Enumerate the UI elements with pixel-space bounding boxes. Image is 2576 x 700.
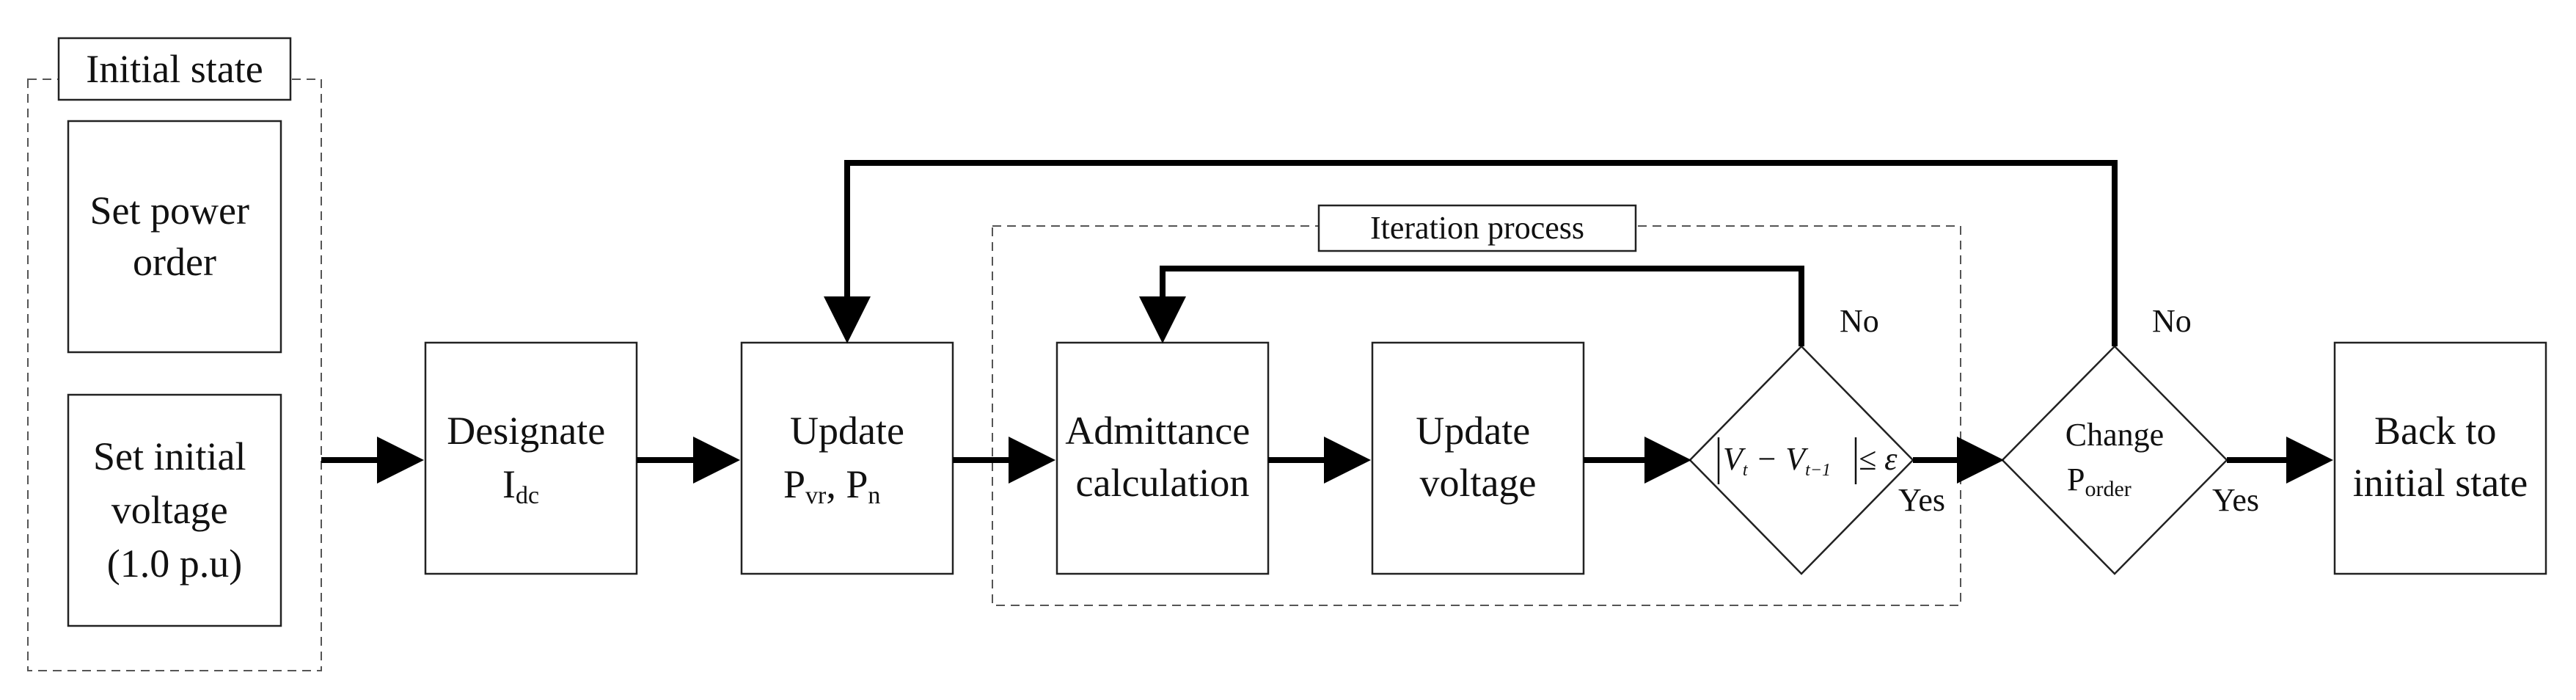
- update-voltage-box: [1371, 341, 1585, 575]
- designate-idc-box: [424, 341, 638, 575]
- update-power-label: Update: [790, 409, 904, 453]
- initial-state-title-box: [57, 37, 292, 101]
- designate-idc-label: Designate Idc: [447, 409, 615, 509]
- convergence-tolerance: ≤ ε: [1859, 441, 1898, 477]
- set-initial-voltage-box: [67, 393, 282, 627]
- set-initial-voltage-label: Set initial voltage (1.0 p.u): [93, 434, 256, 586]
- set-power-order-label: Set power order: [90, 189, 260, 284]
- update-power-box: [740, 341, 954, 575]
- update-power-symbols: Pvr, Pn: [783, 462, 880, 509]
- iteration-process-title-box: [1317, 204, 1637, 252]
- arrow-convergence-no-loop: [1139, 266, 1804, 346]
- set-power-order-box: [67, 120, 282, 354]
- change-order-symbol: Porder: [2067, 462, 2132, 501]
- arrow-change-order-no-loop: [824, 160, 2118, 346]
- convergence-decision-diamond: [1688, 345, 1914, 575]
- update-voltage-label: Update voltage: [1416, 409, 1540, 505]
- admittance-calculation-box: [1055, 341, 1270, 575]
- change-order-no-label: No: [2152, 303, 2192, 339]
- back-to-initial-state-label: Back to initial state: [2353, 409, 2528, 505]
- change-order-yes-label: Yes: [2212, 482, 2259, 518]
- convergence-condition: Vt − Vt−1: [1723, 441, 1831, 480]
- change-order-label: Change: [2065, 417, 2164, 453]
- change-order-decision-diamond: [2001, 345, 2228, 575]
- convergence-yes-label: Yes: [1898, 482, 1945, 518]
- iteration-process-title: Iteration process: [1370, 210, 1584, 246]
- back-to-initial-state-box: [2333, 341, 2547, 575]
- convergence-no-label: No: [1840, 303, 1879, 339]
- admittance-calculation-label: Admittance calculation: [1065, 409, 1259, 505]
- initial-state-title: Initial state: [86, 47, 263, 91]
